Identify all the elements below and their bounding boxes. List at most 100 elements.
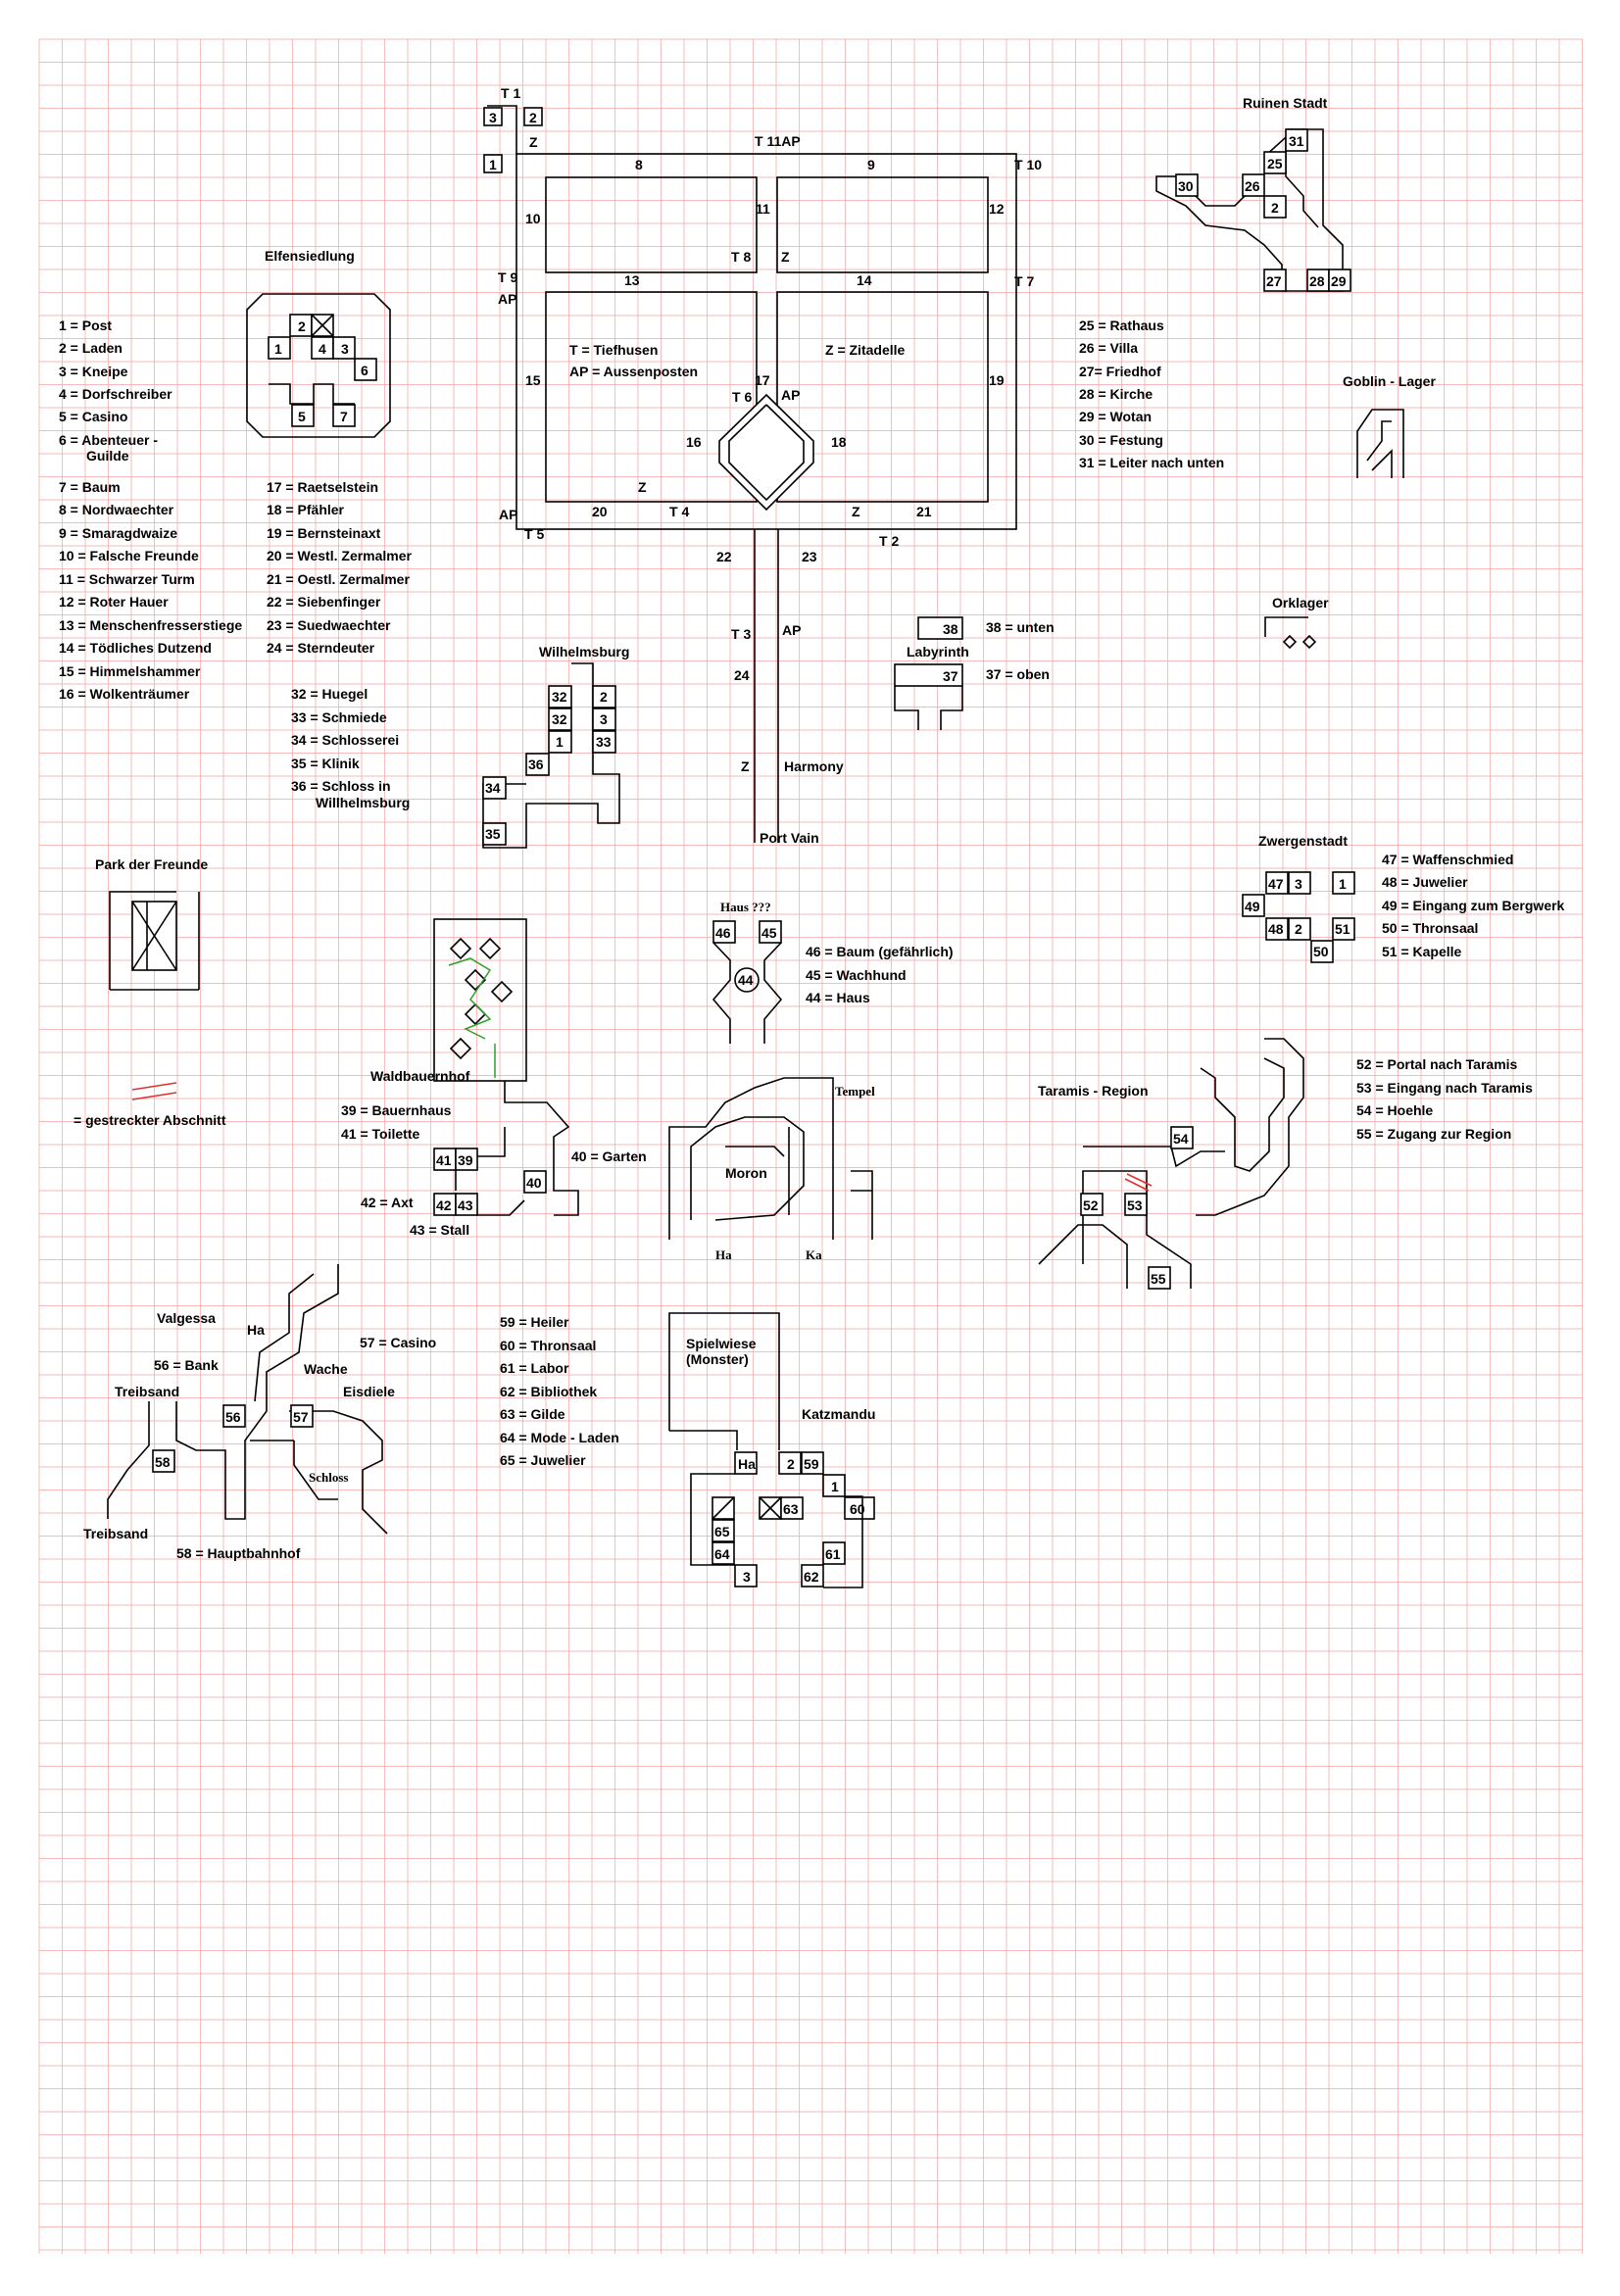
svg-text:3: 3 <box>341 341 349 357</box>
legend-t: T = Tiefhusen <box>569 342 658 358</box>
svg-text:19: 19 <box>989 372 1005 388</box>
svg-text:2: 2 <box>787 1456 795 1472</box>
svg-text:61: 61 <box>825 1546 841 1562</box>
gestreckt-legend: = gestreckter Abschnitt <box>74 1082 226 1128</box>
svg-text:25 = Rathaus: 25 = Rathaus <box>1079 318 1164 333</box>
svg-text:15: 15 <box>525 372 541 388</box>
svg-text:12 = Roter Hauer: 12 = Roter Hauer <box>59 594 169 610</box>
svg-text:Z: Z <box>852 504 860 519</box>
svg-text:29 = Wotan: 29 = Wotan <box>1079 409 1152 424</box>
svg-text:65: 65 <box>714 1524 730 1539</box>
svg-text:1: 1 <box>1339 876 1347 892</box>
legend-taramis: 52 = Portal nach Taramis 53 = Eingang na… <box>1356 1056 1533 1142</box>
label-ka-moron: Ka <box>806 1247 822 1262</box>
label-wache: Wache <box>304 1361 348 1377</box>
label-t7: T 7 <box>1014 273 1034 289</box>
svg-text:31: 31 <box>1289 133 1304 149</box>
svg-text:49 = Eingang zum Bergwerk: 49 = Eingang zum Bergwerk <box>1382 898 1565 913</box>
svg-text:2 = Laden: 2 = Laden <box>59 340 123 356</box>
svg-text:30: 30 <box>1178 178 1194 194</box>
svg-text:4: 4 <box>319 341 326 357</box>
svg-text:3: 3 <box>1295 876 1302 892</box>
svg-text:56: 56 <box>225 1409 241 1425</box>
legend-ap: AP = Aussenposten <box>569 364 698 379</box>
svg-text:63 = Gilde: 63 = Gilde <box>500 1406 565 1422</box>
label-ha-katz: Ha <box>738 1456 756 1472</box>
svg-text:6 = Abenteuer -: 6 = Abenteuer - <box>59 432 158 448</box>
svg-text:21 = Oestl. Zermalmer: 21 = Oestl. Zermalmer <box>267 571 410 587</box>
label-spielwiese: Spielwiese <box>686 1336 757 1351</box>
svg-text:32: 32 <box>552 689 567 705</box>
label-t9: T 9 <box>498 269 517 285</box>
svg-text:38 = unten: 38 = unten <box>986 619 1055 635</box>
svg-text:7: 7 <box>340 409 348 424</box>
svg-text:37 = oben: 37 = oben <box>986 666 1050 682</box>
svg-text:1 = Post: 1 = Post <box>59 318 112 333</box>
svg-text:58: 58 <box>155 1454 171 1470</box>
svg-text:48: 48 <box>1268 921 1284 937</box>
svg-text:20: 20 <box>592 504 608 519</box>
wilhelmsburg-title: Wilhelmsburg <box>539 644 629 659</box>
svg-text:47: 47 <box>1268 876 1284 892</box>
svg-text:9 = Smaragdwaize: 9 = Smaragdwaize <box>59 525 177 541</box>
svg-text:41: 41 <box>436 1152 452 1168</box>
legend-mid: 17 = Raetselstein 18 = Pfähler 19 = Bern… <box>267 479 413 656</box>
svg-text:49: 49 <box>1245 899 1260 914</box>
svg-text:Guilde: Guilde <box>86 448 129 464</box>
svg-text:29: 29 <box>1331 273 1347 289</box>
svg-text:14 = Tödliches Dutzend: 14 = Tödliches Dutzend <box>59 640 212 656</box>
park-title: Park der Freunde <box>95 856 208 872</box>
svg-text:35: 35 <box>485 826 501 842</box>
svg-text:13 = Menschenfresserstiege: 13 = Menschenfresserstiege <box>59 617 242 633</box>
svg-text:= gestreckter Abschnitt: = gestreckter Abschnitt <box>74 1112 226 1128</box>
svg-text:18: 18 <box>831 434 847 450</box>
svg-text:57: 57 <box>293 1409 309 1425</box>
svg-text:43 = Stall: 43 = Stall <box>410 1222 469 1238</box>
svg-text:1: 1 <box>831 1479 839 1494</box>
svg-text:20 = Westl. Zermalmer: 20 = Westl. Zermalmer <box>267 548 413 563</box>
svg-text:46: 46 <box>715 925 731 941</box>
svg-text:2: 2 <box>1295 921 1302 937</box>
svg-text:Z: Z <box>781 249 790 265</box>
legend-wald: 39 = Bauernhaus 41 = Toilette 40 = Garte… <box>341 1102 647 1238</box>
haus-title: Haus ??? <box>720 900 771 914</box>
svg-text:34 = Schlosserei: 34 = Schlosserei <box>291 732 399 748</box>
svg-text:46 = Baum (gefährlich): 46 = Baum (gefährlich) <box>806 944 954 959</box>
label-t10: T 10 <box>1014 157 1042 172</box>
svg-text:47 = Waffenschmied: 47 = Waffenschmied <box>1382 852 1513 867</box>
svg-text:38: 38 <box>943 621 958 637</box>
svg-text:5 = Casino: 5 = Casino <box>59 409 127 424</box>
legend-z: Z = Zitadelle <box>825 342 906 358</box>
label-ap-n: AP <box>781 387 800 403</box>
legend-zwergen: 47 = Waffenschmied 48 = Juwelier 49 = Ei… <box>1382 852 1565 959</box>
label-t4: T 4 <box>669 504 689 519</box>
svg-text:56 = Bank: 56 = Bank <box>154 1357 219 1373</box>
svg-text:11: 11 <box>756 201 770 217</box>
svg-text:26: 26 <box>1245 178 1260 194</box>
svg-text:3: 3 <box>743 1569 751 1585</box>
svg-text:32 = Huegel: 32 = Huegel <box>291 686 368 702</box>
graph-paper-grid <box>38 38 1583 2254</box>
svg-text:Z: Z <box>741 758 750 774</box>
orklager-title: Orklager <box>1272 595 1329 611</box>
moron-map: Tempel Moron Ha Ka <box>668 1077 875 1262</box>
svg-text:16: 16 <box>686 434 702 450</box>
svg-text:1: 1 <box>556 734 564 750</box>
svg-text:62 = Bibliothek: 62 = Bibliothek <box>500 1384 597 1399</box>
svg-text:9: 9 <box>867 157 875 172</box>
svg-text:27: 27 <box>1266 273 1282 289</box>
svg-text:50 = Thronsaal: 50 = Thronsaal <box>1382 920 1478 936</box>
svg-text:61 = Labor: 61 = Labor <box>500 1360 569 1376</box>
label-t3: T 3 <box>731 626 751 642</box>
svg-text:10 = Falsche Freunde: 10 = Falsche Freunde <box>59 548 199 563</box>
svg-text:3 = Kneipe: 3 = Kneipe <box>59 364 128 379</box>
svg-text:55: 55 <box>1151 1271 1166 1287</box>
label-tempel: Tempel <box>835 1084 875 1099</box>
svg-text:52 = Portal nach Taramis: 52 = Portal nach Taramis <box>1356 1056 1518 1072</box>
